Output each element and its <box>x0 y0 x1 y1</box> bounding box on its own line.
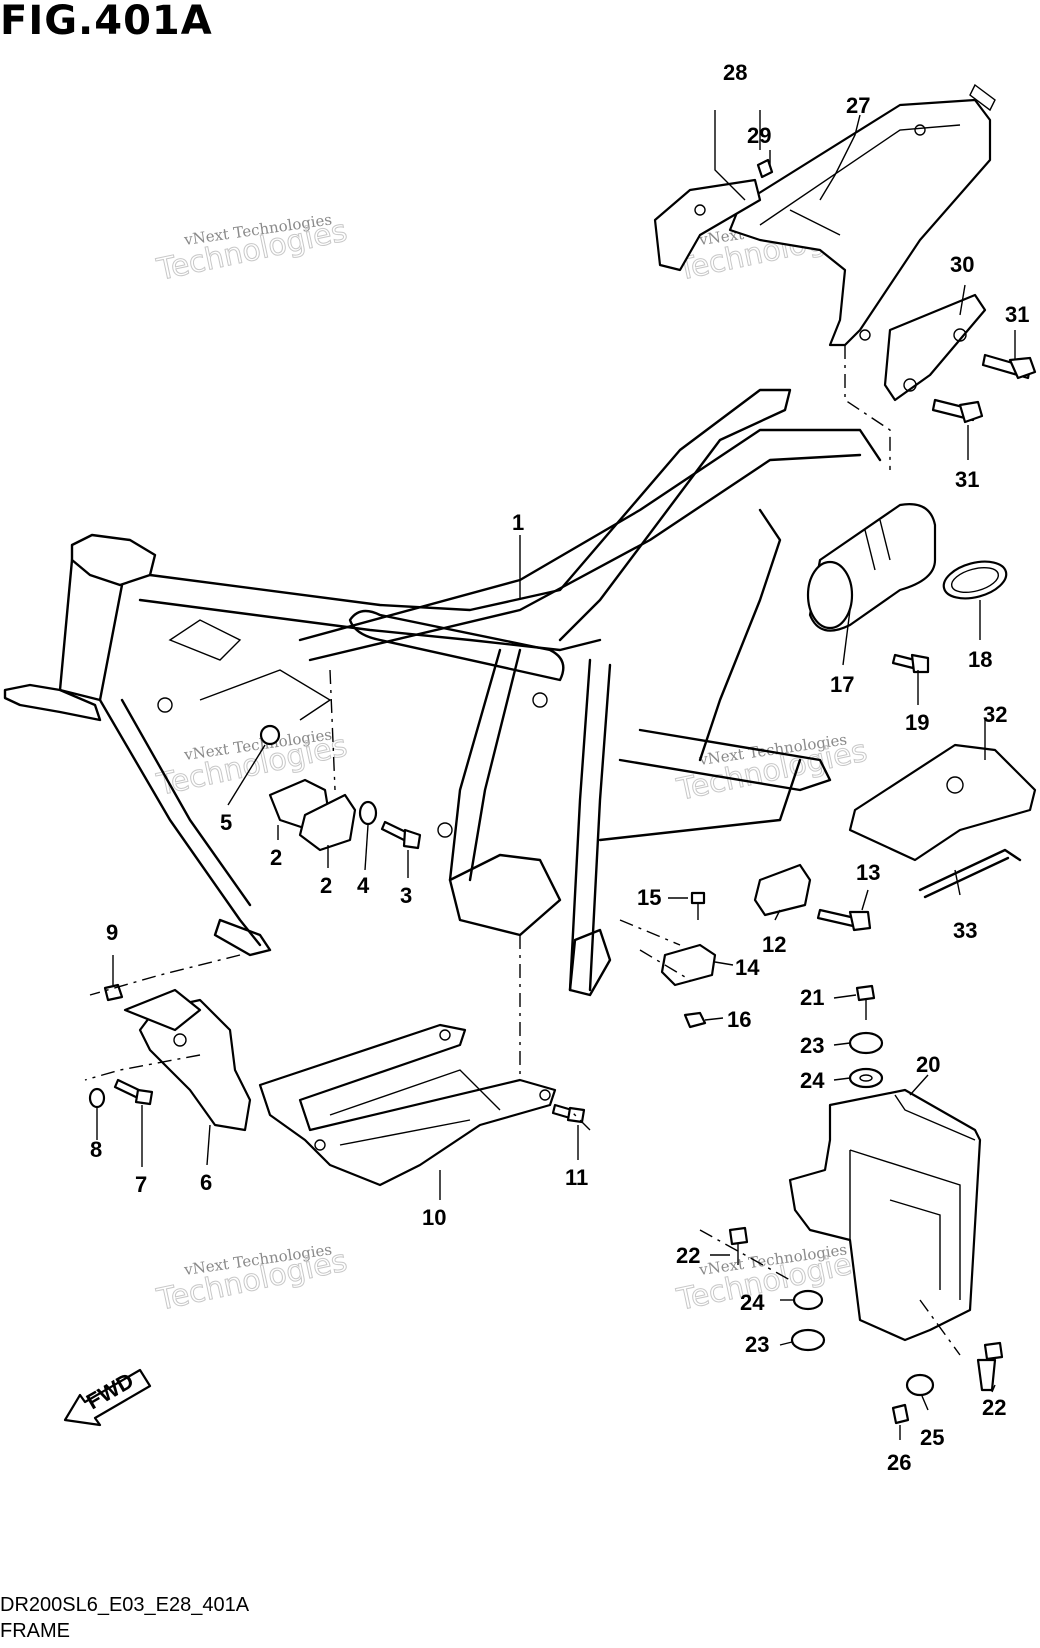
callout-3: 3 <box>400 883 412 908</box>
watermark-bottom-right: vNext Technologies Technologies <box>673 1240 871 1318</box>
bolt-5 <box>259 724 281 746</box>
figure-code: DR200SL6_E03_E28_401A <box>0 1594 250 1616</box>
collar-24-lower <box>792 1289 824 1311</box>
callout-22a: 22 <box>676 1243 700 1268</box>
washer-4 <box>358 800 378 826</box>
leader-lines <box>96 110 1016 1440</box>
bolt-31-upper <box>981 353 1037 380</box>
callout-13: 13 <box>856 860 880 885</box>
nut-16 <box>683 1011 707 1029</box>
clamp-18 <box>942 560 1008 600</box>
callout-29: 29 <box>747 123 771 148</box>
plug-26 <box>891 1403 910 1425</box>
callout-27: 27 <box>846 93 870 118</box>
callout-26: 26 <box>887 1450 911 1475</box>
callout-11: 11 <box>565 1165 588 1190</box>
watermark-bottom-left: vNext Technologies Technologies <box>153 1240 351 1318</box>
canister-17 <box>806 503 937 632</box>
callout-22b: 22 <box>982 1395 1006 1420</box>
bolt-22-left <box>728 1226 749 1265</box>
callout-19: 19 <box>905 710 929 735</box>
callout-7: 7 <box>135 1172 147 1197</box>
callout-24a: 24 <box>800 1068 825 1093</box>
callout-28: 28 <box>723 60 747 85</box>
callout-33: 33 <box>953 918 977 943</box>
callout-15: 15 <box>637 885 661 910</box>
cushion-14 <box>660 943 717 987</box>
main-frame <box>3 388 882 997</box>
bolt-19 <box>891 653 930 674</box>
callout-20: 20 <box>916 1052 940 1077</box>
cap-25 <box>905 1373 935 1397</box>
watermark-mid-right: vNext Technologies Technologies <box>673 730 871 808</box>
bracket-2b <box>298 793 357 852</box>
callout-23b: 23 <box>745 1332 769 1357</box>
callout-21: 21 <box>800 985 824 1010</box>
forward-arrow: FWD <box>63 1368 152 1427</box>
watermark-top-left: vNext Technologies Technologies <box>153 210 351 288</box>
figure-title: FIG.401A <box>0 0 213 44</box>
battery-box-20 <box>788 1088 982 1342</box>
callout-6: 6 <box>200 1170 212 1195</box>
rear-frame-27 <box>728 83 996 347</box>
bolt-22-right <box>976 1341 1004 1392</box>
assembly-lines <box>84 345 961 1356</box>
callout-12: 12 <box>762 932 786 957</box>
plate-6 <box>123 988 252 1132</box>
cover-32 <box>848 743 1037 862</box>
bolt-11 <box>551 1103 586 1124</box>
bracket-10 <box>258 1023 557 1187</box>
collar-24-upper <box>848 1067 884 1089</box>
grommet-23-upper <box>848 1031 884 1055</box>
plate-30 <box>883 293 987 402</box>
nut-9 <box>103 983 124 1002</box>
callout-9: 9 <box>106 920 118 945</box>
cushion-12 <box>753 863 812 917</box>
callout-24b: 24 <box>740 1290 765 1315</box>
callout-labels: 1 2 2 3 4 5 6 7 8 9 10 11 12 13 14 15 16… <box>90 60 1029 1475</box>
grommet-23-lower <box>790 1328 826 1352</box>
callout-25: 25 <box>920 1425 944 1450</box>
bolt-31-lower <box>931 398 984 424</box>
bolt-13 <box>816 908 872 932</box>
callout-2a: 2 <box>270 845 282 870</box>
rod-33 <box>918 848 1022 899</box>
callout-8: 8 <box>90 1137 102 1162</box>
figure-name: FRAME <box>0 1620 70 1642</box>
callout-5: 5 <box>220 810 232 835</box>
bolt-21 <box>855 984 876 1020</box>
washer-8 <box>88 1087 106 1109</box>
callout-31b: 31 <box>955 467 979 492</box>
callout-10: 10 <box>422 1205 446 1230</box>
callout-2b: 2 <box>320 873 332 898</box>
callout-14: 14 <box>735 955 760 980</box>
callout-18: 18 <box>968 647 992 672</box>
bolt-15 <box>690 891 706 920</box>
callout-1: 1 <box>512 510 524 535</box>
bolt-7 <box>113 1078 154 1106</box>
callout-23a: 23 <box>800 1033 824 1058</box>
callout-31a: 31 <box>1005 302 1029 327</box>
bracket-28 <box>653 158 774 272</box>
callout-16: 16 <box>727 1007 751 1032</box>
callout-30: 30 <box>950 252 974 277</box>
bolt-3 <box>380 820 422 850</box>
callout-4: 4 <box>357 873 370 898</box>
callout-32: 32 <box>983 702 1007 727</box>
callout-17: 17 <box>830 672 854 697</box>
